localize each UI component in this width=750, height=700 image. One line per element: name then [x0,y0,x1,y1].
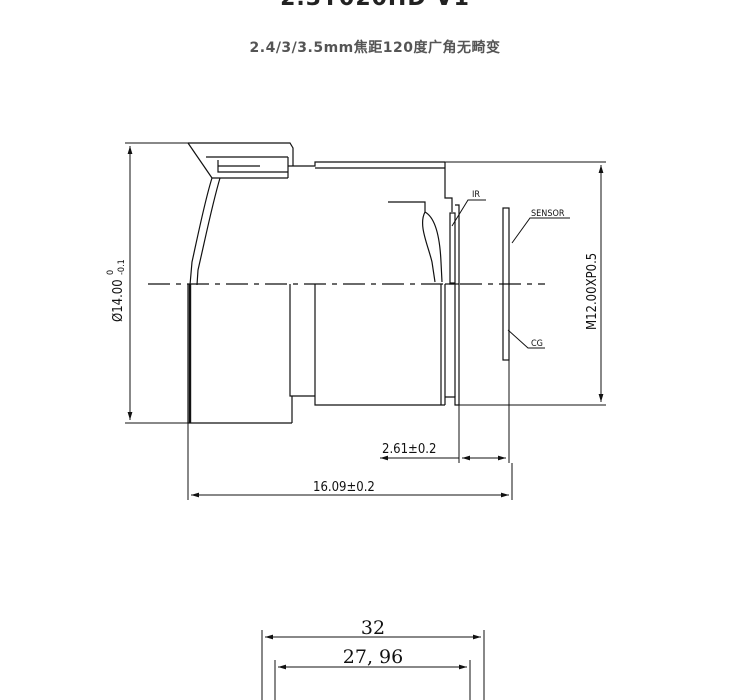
bottom-outer-dim-label: 32 [361,617,385,639]
cg-label: CG [531,339,543,349]
diameter-tol-upper: 0 [106,270,116,275]
thread-dimension [445,161,606,406]
bottom-view-dimensions [261,630,485,700]
diameter-label: Ø14.00 [111,279,126,322]
product-title: 2.3Y020HD-V1 [0,0,750,11]
diameter-dimension [125,142,188,424]
product-subtitle: 2.4/3/3.5mm焦距120度广角无畸变 [249,40,501,56]
thread-label: M12.00XP0.5 [585,253,600,330]
ir-label: IR [472,190,480,200]
total-length-label: 16.09±0.2 [313,480,375,495]
diameter-tol-lower: -0.1 [117,259,127,275]
back-focal-dimension [380,360,510,463]
diameter-label-group: Ø14.00 0 -0.1 [106,259,127,322]
sensor-label: SENSOR [531,209,565,219]
lens-body-outline [187,142,510,424]
bottom-inner-dim-label: 27, 96 [343,646,403,668]
leader-lines [451,199,570,349]
total-length-dimension [187,423,513,500]
back-focal-label: 2.61±0.2 [382,442,436,457]
